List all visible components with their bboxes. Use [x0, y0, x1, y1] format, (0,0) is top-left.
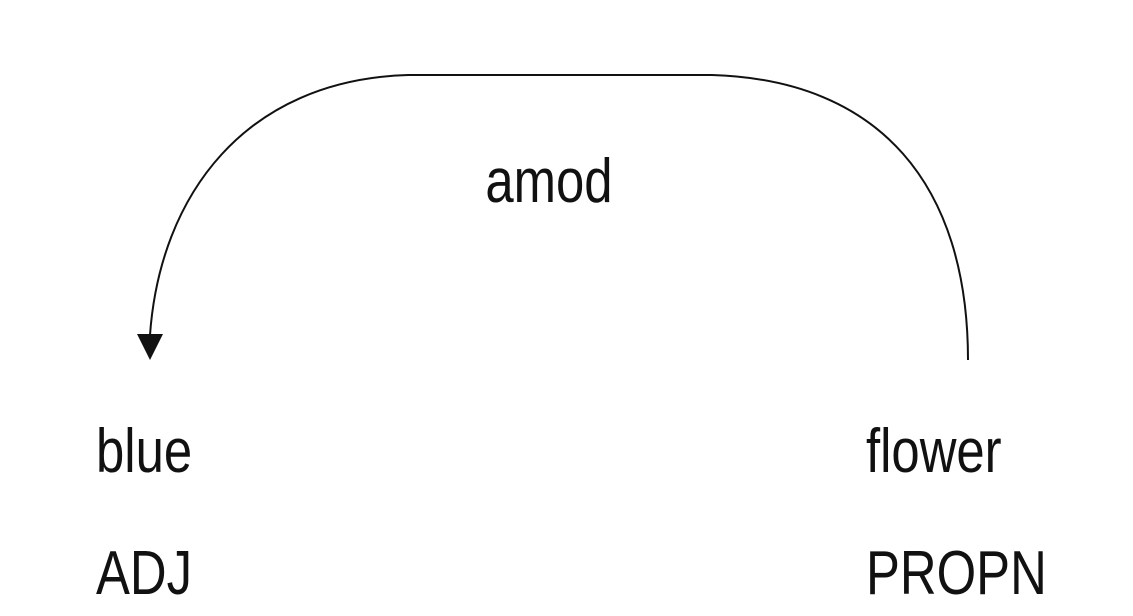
dependency-label: amod — [485, 147, 613, 216]
token-word-flower: flower — [866, 417, 1002, 486]
token-word-blue: blue — [96, 417, 193, 486]
token-pos-adj: ADJ — [96, 539, 193, 608]
arc-arrowhead — [137, 334, 163, 360]
token-pos-propn: PROPN — [866, 539, 1047, 608]
amod-arc — [149, 74, 969, 361]
